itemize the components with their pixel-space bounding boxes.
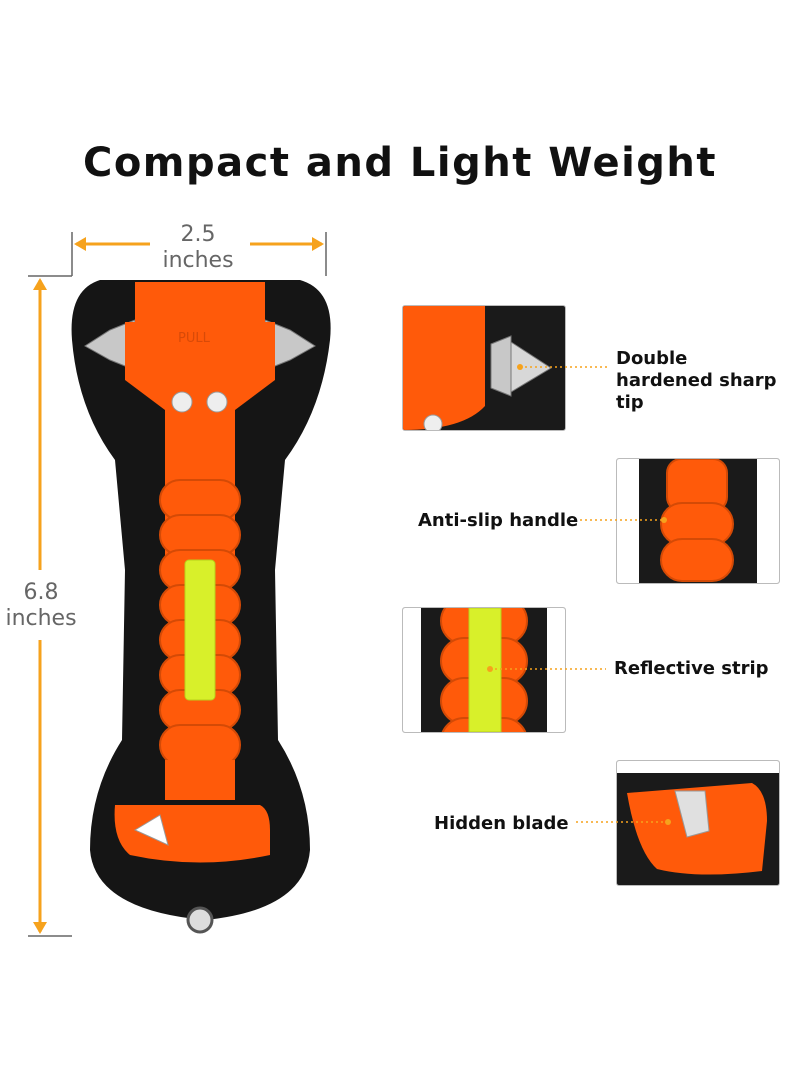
reflective-strip-label: Reflective strip: [614, 658, 769, 679]
width-value: 2.5: [180, 222, 216, 247]
height-dimension-label: 6.8 inches: [0, 580, 82, 632]
height-unit: inches: [5, 606, 77, 631]
sharp-tip-thumbnail: [402, 305, 566, 431]
anti-slip-handle-label: Anti-slip handle: [418, 510, 579, 531]
page-title: Compact and Light Weight: [82, 140, 718, 186]
width-unit: inches: [162, 248, 234, 273]
width-dimension-label: 2.5 inches: [148, 222, 248, 274]
anti-slip-handle-thumbnail: [616, 458, 780, 584]
sharp-tip-label: Double hardened sharp tip: [616, 348, 777, 413]
pull-text: PULL: [178, 331, 211, 346]
hidden-blade-thumbnail: [616, 760, 780, 886]
height-value: 6.8: [23, 580, 59, 605]
hidden-blade-label: Hidden blade: [434, 813, 569, 834]
safety-hammer-illustration: PULL: [71, 280, 331, 934]
reflective-strip-thumbnail: [402, 607, 566, 733]
